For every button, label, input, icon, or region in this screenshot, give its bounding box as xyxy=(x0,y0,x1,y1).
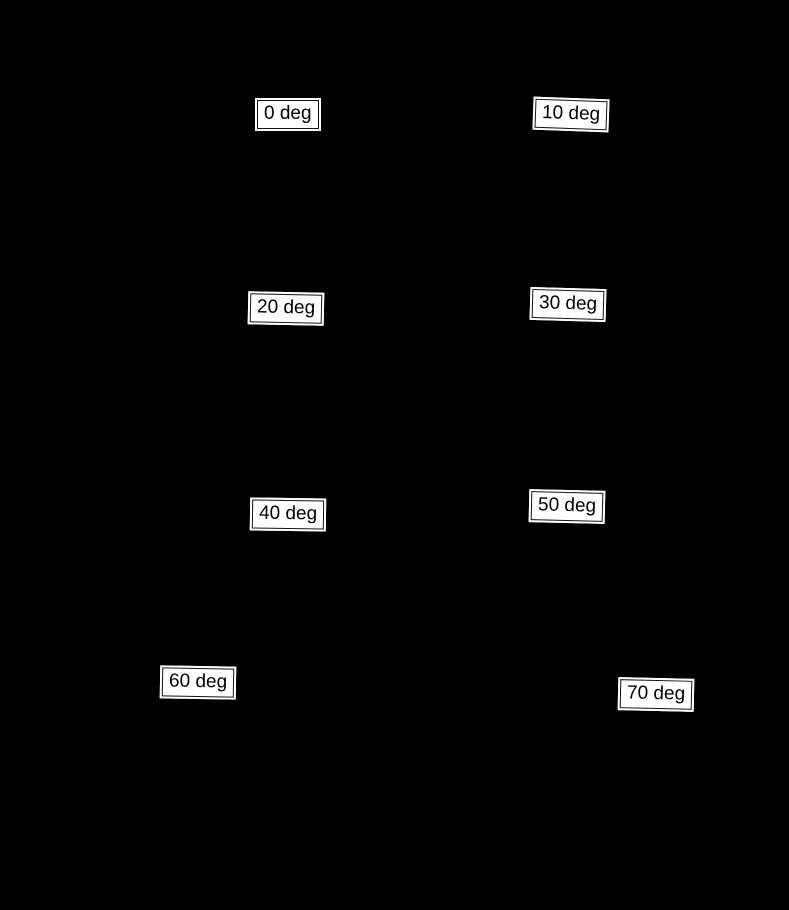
angle-label-text: 70 deg xyxy=(626,682,686,705)
angle-label-text: 30 deg xyxy=(538,292,598,315)
angle-label-10: 10 deg xyxy=(532,96,610,133)
angle-label-text: 20 deg xyxy=(256,296,316,319)
angle-label-text: 60 deg xyxy=(168,670,228,693)
angle-label-50: 50 deg xyxy=(528,489,606,524)
angle-label-20: 20 deg xyxy=(247,291,325,326)
angle-label-text: 10 deg xyxy=(541,101,601,126)
angle-label-text: 0 deg xyxy=(264,103,312,124)
angle-label-text: 40 deg xyxy=(258,502,318,525)
angle-label-60: 60 deg xyxy=(159,665,237,700)
angle-label-0: 0 deg xyxy=(255,98,321,131)
angle-label-40: 40 deg xyxy=(249,497,327,532)
angle-label-30: 30 deg xyxy=(529,286,607,323)
angle-label-70: 70 deg xyxy=(617,677,695,712)
angle-label-text: 50 deg xyxy=(537,494,597,517)
